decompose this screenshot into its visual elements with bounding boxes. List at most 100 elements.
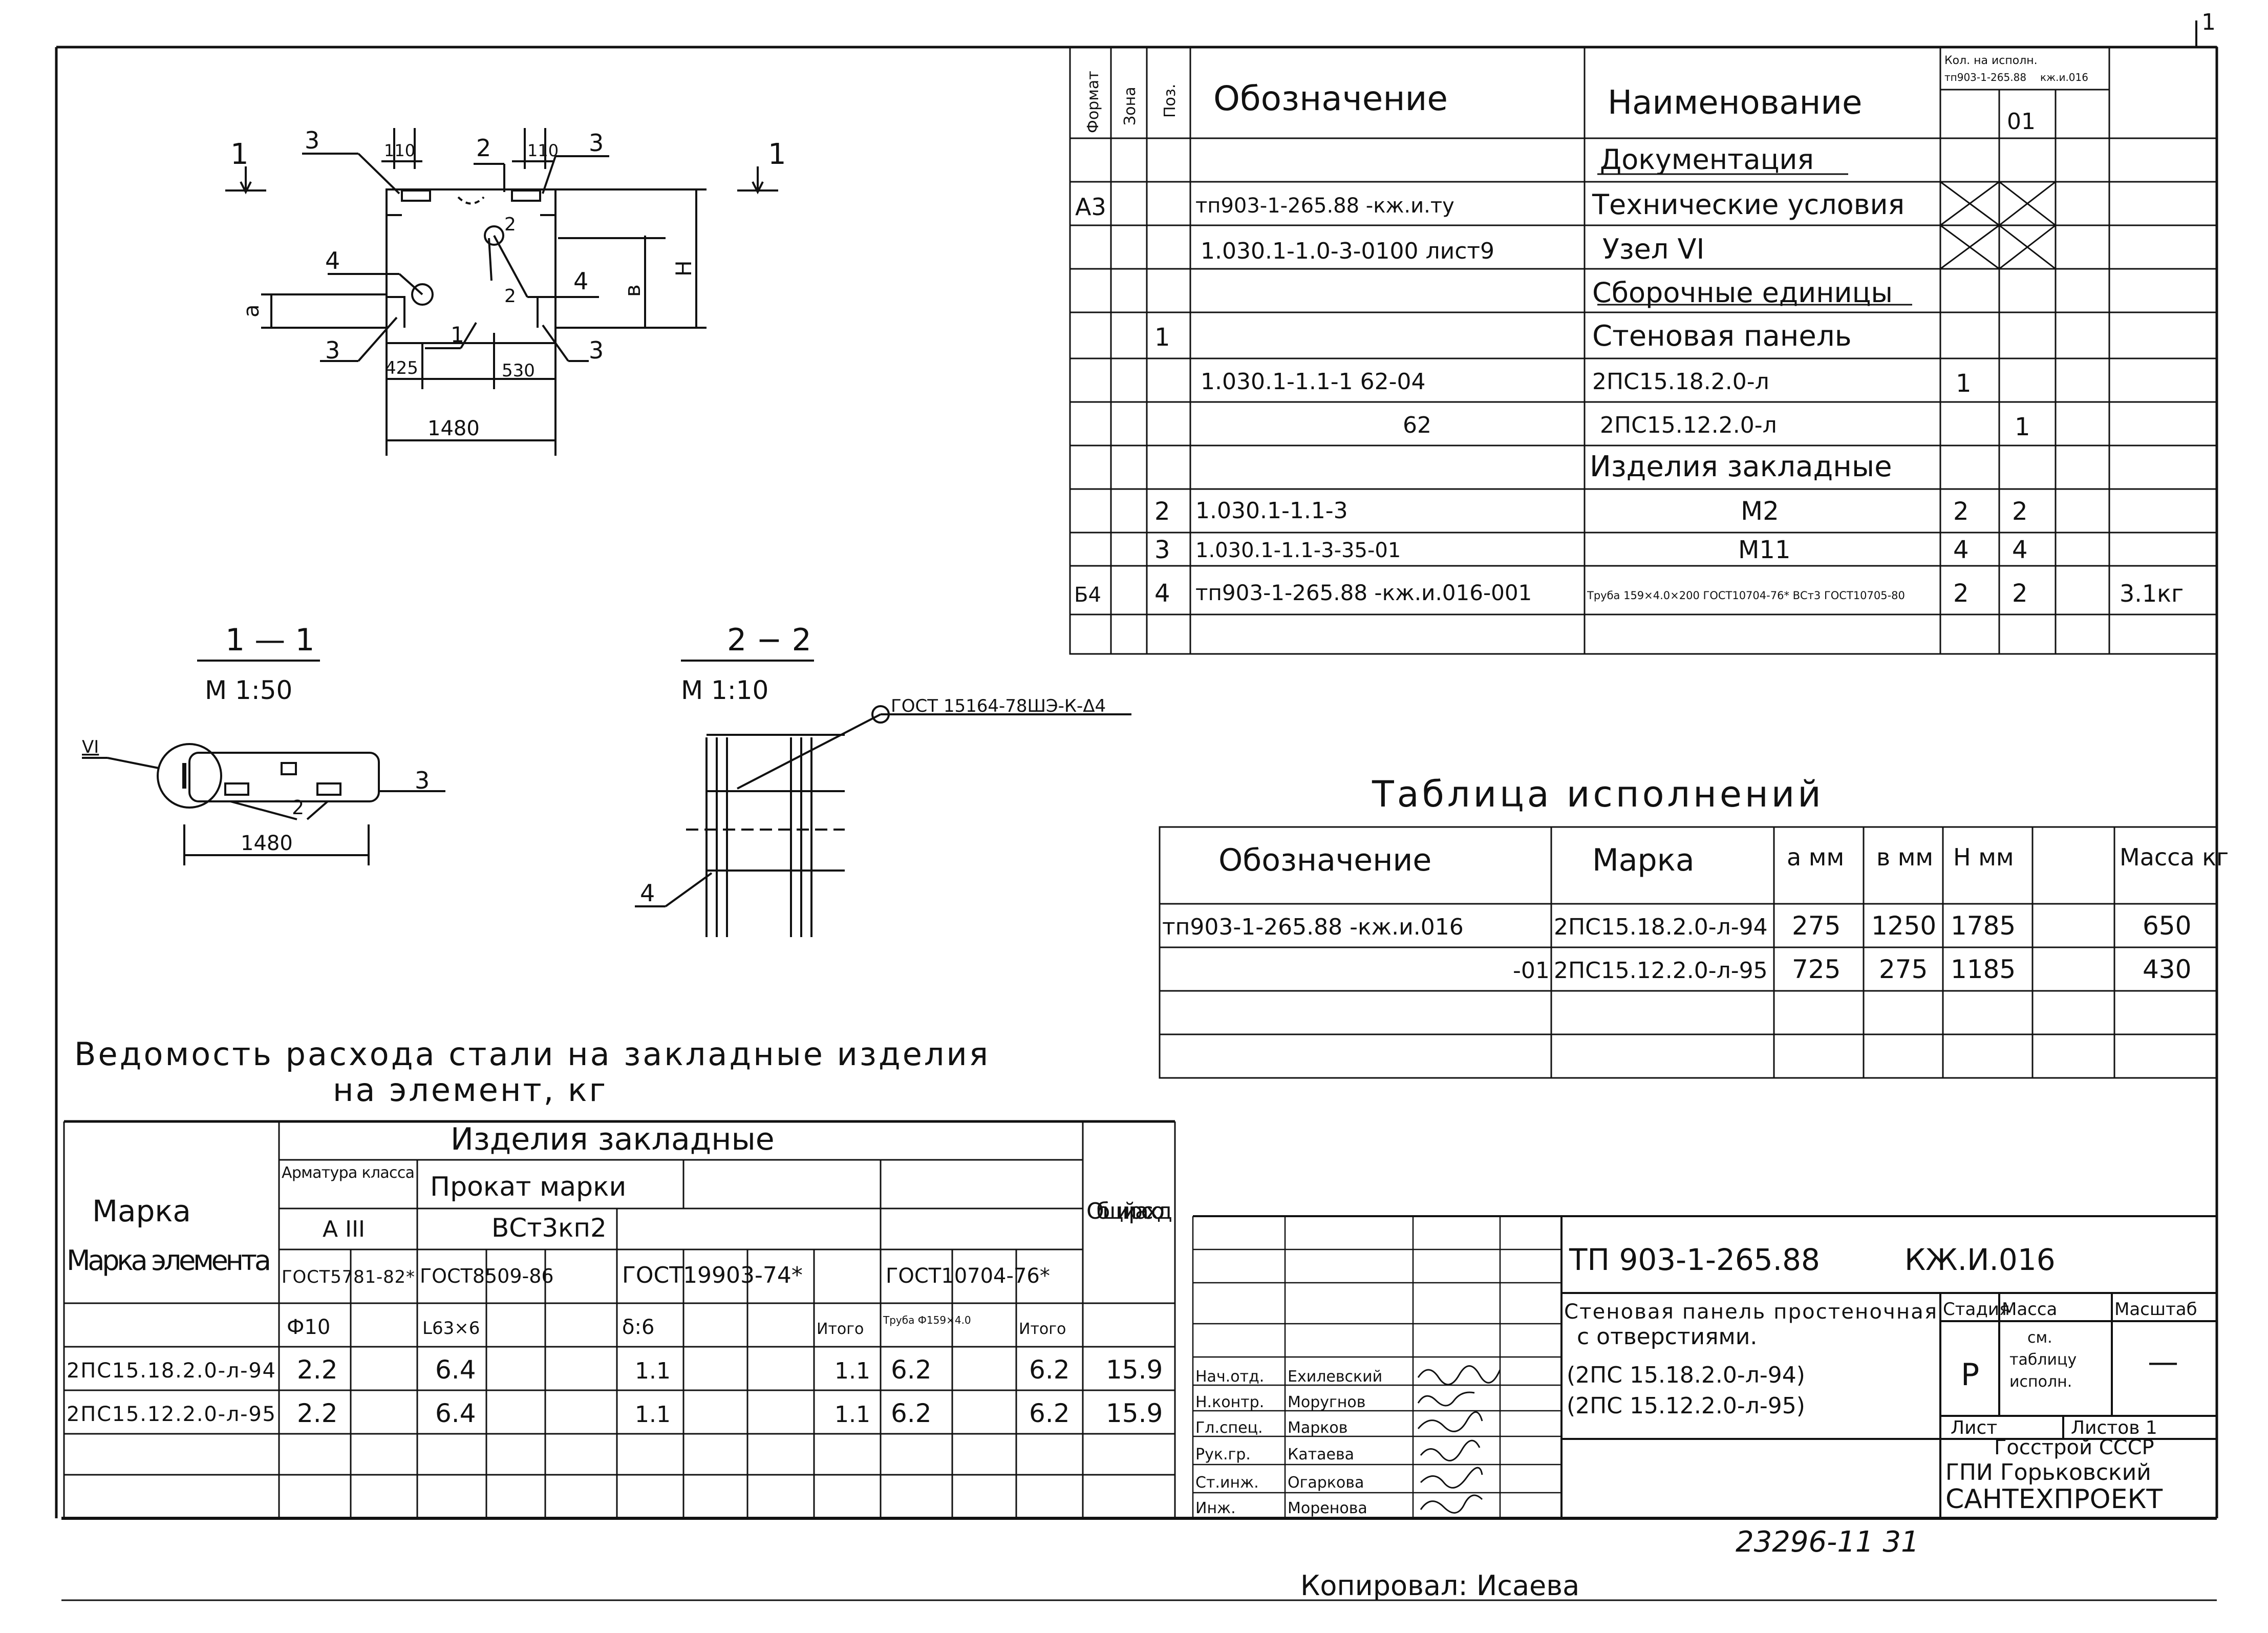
header-pos: Поз.: [1161, 84, 1179, 118]
variants-h-mass: Масса кг: [2120, 843, 2229, 871]
steel-r2-a: 2.2: [297, 1398, 338, 1428]
spec-row-9-q2: 2: [2012, 497, 2028, 526]
header-name: Наименование: [1608, 84, 1862, 122]
variants-r1-mass: 650: [2143, 911, 2191, 941]
variants-r2-h: 1185: [1951, 955, 2016, 984]
spec-row-10-q2: 4: [2012, 536, 2028, 564]
archive-number: 23296-11 31: [1736, 1525, 1919, 1559]
spec-row-9-name: М2: [1741, 496, 1779, 526]
signatures: [1417, 1365, 1501, 1514]
spec-row-11-pos: 4: [1154, 579, 1170, 608]
label-a: а: [239, 304, 264, 317]
variants-r2-designation: -01: [1513, 958, 1550, 984]
section-1-label-3: 3: [415, 767, 430, 794]
staff-role-6: Инж.: [1195, 1499, 1236, 1517]
spec-row-3-designation: 1.030.1-1.0-3-0100 лист9: [1201, 238, 1494, 264]
spec-row-11-designation: тп903-1-265.88 -кж.и.016-001: [1195, 580, 1532, 605]
label-3d: 3: [589, 336, 604, 364]
spec-row-7-designation: 62: [1403, 412, 1431, 438]
staff-name-5: Огаркова: [1288, 1474, 1364, 1492]
copied-by: Копировал: Исаева: [1300, 1570, 1579, 1602]
steel-h-items: Изделия закладные: [451, 1121, 775, 1157]
spec-row-11-note: 3.1кг: [2120, 580, 2184, 607]
section-1-1: 1 — 1 М 1:50 VI 2 3 1480: [82, 622, 445, 865]
label-4a: 4: [325, 247, 340, 274]
section-2-scale: М 1:10: [681, 675, 768, 705]
section-2-2: 2 − 2 М 1:10 ГОСТ 15164-78ШЭ-К-Δ4 4: [635, 622, 1131, 937]
steel-sub-f10: Ф10: [287, 1316, 330, 1339]
steel-r1-l63: 6.4: [435, 1355, 476, 1385]
label-2a: 2: [476, 134, 491, 162]
label-1: 1: [451, 322, 464, 347]
steel-title-2: на элемент, кг: [333, 1071, 608, 1109]
variants-r2-mark: 2ПС15.12.2.0-л-95: [1554, 958, 1768, 984]
spec-row-10-designation: 1.030.1-1.1-3-35-01: [1195, 539, 1401, 562]
variants-r1-mark: 2ПС15.18.2.0-л-94: [1554, 914, 1768, 940]
steel-r2-itogo: 1.1: [835, 1402, 870, 1428]
header-zone: Зона: [1121, 87, 1139, 125]
spec-row-8-name: Изделия закладные: [1590, 450, 1892, 483]
variants-r1-b: 1250: [1871, 911, 1936, 941]
section-1-title: 1 — 1: [225, 622, 315, 658]
spec-rows: Документация А3 тп903-1-265.88 -кж.и.ту …: [1074, 143, 2184, 608]
spec-row-7-q2: 1: [2015, 413, 2030, 441]
variants-title: Таблица исполнений: [1372, 773, 1824, 815]
steel-h-gost-c: ГОСТ19903-74*: [622, 1262, 803, 1288]
spec-row-2-designation: тп903-1-265.88 -кж.и.ту: [1195, 194, 1454, 218]
spec-row-6-designation: 1.030.1-1.1-1 62-04: [1201, 369, 1426, 395]
spec-row-9-designation: 1.030.1-1.1-3: [1195, 498, 1348, 524]
steel-sub-delta: δ:6: [622, 1316, 654, 1339]
spec-row-10-pos: 3: [1154, 536, 1170, 564]
section-1-dim-1480: 1480: [241, 832, 293, 855]
page-number: 1: [2201, 9, 2216, 35]
title-name-2: с отверстиями.: [1577, 1324, 1757, 1350]
label-2c: 2: [504, 286, 516, 307]
title-org-2: ГПИ Горьковский: [1945, 1459, 2151, 1486]
section-1-label-2: 2: [292, 796, 304, 819]
spec-row-9-pos: 2: [1154, 497, 1170, 526]
title-block: ТП 903-1-265.88 КЖ.И.016 Стеновая панель…: [1192, 1215, 2217, 1518]
label-3b: 3: [589, 129, 604, 157]
steel-table: Ведомость расхода стали на закладные изд…: [63, 1035, 1176, 1518]
steel-h-prokat: Прокат марки: [430, 1172, 626, 1202]
spec-row-5-pos: 1: [1154, 323, 1170, 352]
steel-sub-itogo-2: Итого: [1019, 1320, 1066, 1338]
spec-row-11-q2: 2: [2012, 579, 2028, 608]
staff-role-5: Ст.инж.: [1195, 1474, 1259, 1492]
variants-h-mark: Марка: [1592, 842, 1695, 878]
variants-r1-designation: тп903-1-265.88 -кж.и.016: [1162, 914, 1464, 940]
header-designation: Обозначение: [1213, 79, 1448, 118]
header-format: Формат: [1084, 71, 1102, 133]
label-110b: 110: [527, 141, 559, 160]
header-qty-col2: 01: [2007, 109, 2036, 135]
spec-row-2-format: А3: [1075, 193, 1106, 221]
staff-name-1: Ехилевский: [1288, 1368, 1382, 1386]
title-sheets: Листов 1: [2071, 1417, 2157, 1438]
variants-r2-a: 725: [1792, 955, 1841, 984]
section-2-title: 2 − 2: [727, 622, 811, 658]
spec-row-1-name: Документация: [1600, 143, 1814, 176]
title-mass-3: исполн.: [2009, 1373, 2072, 1391]
variants-h-b: в мм: [1876, 843, 1933, 871]
spec-row-2-name: Технические условия: [1592, 188, 1905, 221]
steel-h-gost-a: ГОСТ5781-82*: [282, 1267, 415, 1287]
steel-r1-itogo2: 6.2: [1029, 1355, 1070, 1385]
variants-h-designation: Обозначение: [1218, 842, 1431, 878]
steel-r1-itogo: 1.1: [835, 1358, 870, 1384]
steel-h-gost-b: ГОСТ8509-86: [420, 1265, 554, 1287]
variants-r1-a: 275: [1792, 911, 1841, 941]
steel-h-armatura: Арматура класса: [282, 1164, 415, 1182]
spec-row-5-name: Стеновая панель: [1592, 320, 1852, 353]
title-org-3: САНТЕХПРОЕКТ: [1945, 1484, 2163, 1515]
spec-row-11-name: Труба 159×4.0×200 ГОСТ10704-76* ВСт3 ГОС…: [1587, 589, 1905, 602]
steel-r2-delta: 1.1: [635, 1402, 671, 1428]
section-2-weld: ГОСТ 15164-78ШЭ-К-Δ4: [891, 696, 1106, 716]
dim-425: 425: [385, 358, 418, 378]
title-name-1: Стеновая панель простеночная: [1564, 1300, 1937, 1324]
spec-row-11-q1: 2: [1953, 579, 1969, 608]
title-name-4: (2ПС 15.12.2.0-л-95): [1567, 1393, 1805, 1419]
label-4b: 4: [573, 267, 588, 295]
label-2b: 2: [504, 214, 516, 235]
